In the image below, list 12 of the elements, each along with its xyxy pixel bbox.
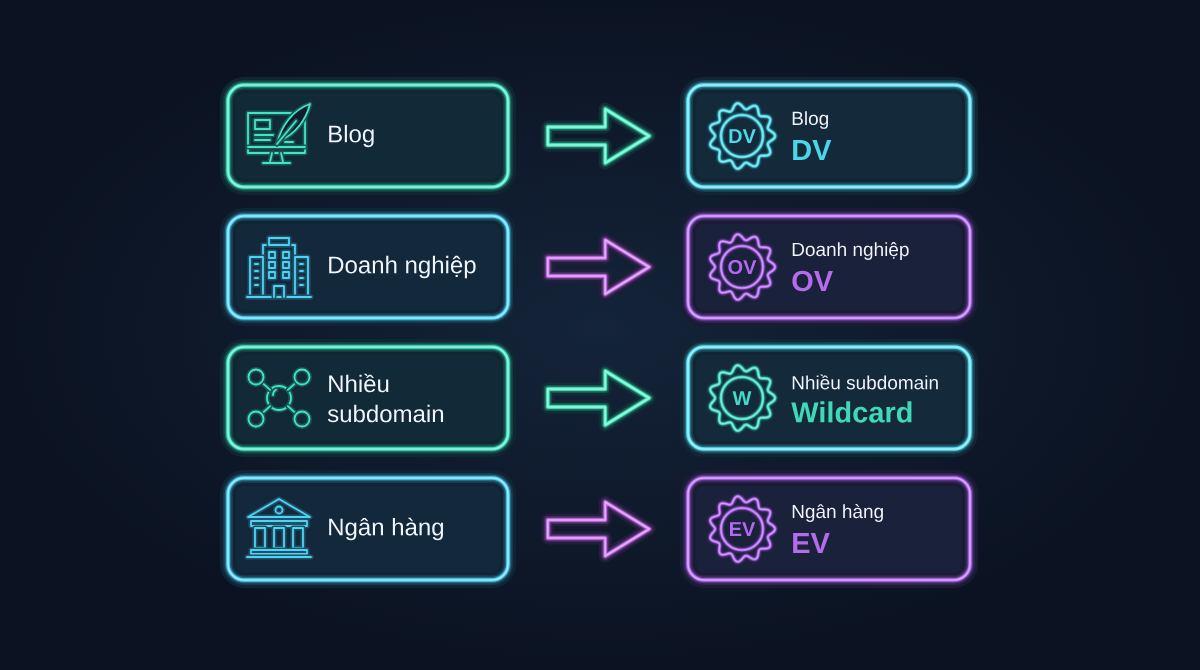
rounded-box: Nhiều subdomain bbox=[220, 339, 516, 457]
seal-badge: W bbox=[707, 362, 779, 434]
rounded-box: Ngân hàng bbox=[220, 470, 516, 588]
rounded-box: Doanh nghiệp bbox=[220, 208, 516, 326]
seal-badge: EV bbox=[707, 493, 779, 565]
seal-badge: OV bbox=[707, 231, 779, 303]
rounded-box: Blog bbox=[220, 77, 516, 195]
seal-badge: DV bbox=[707, 100, 779, 172]
arrow bbox=[541, 233, 656, 301]
arrow bbox=[541, 364, 656, 432]
arrow bbox=[541, 102, 656, 170]
arrow bbox=[541, 495, 656, 563]
